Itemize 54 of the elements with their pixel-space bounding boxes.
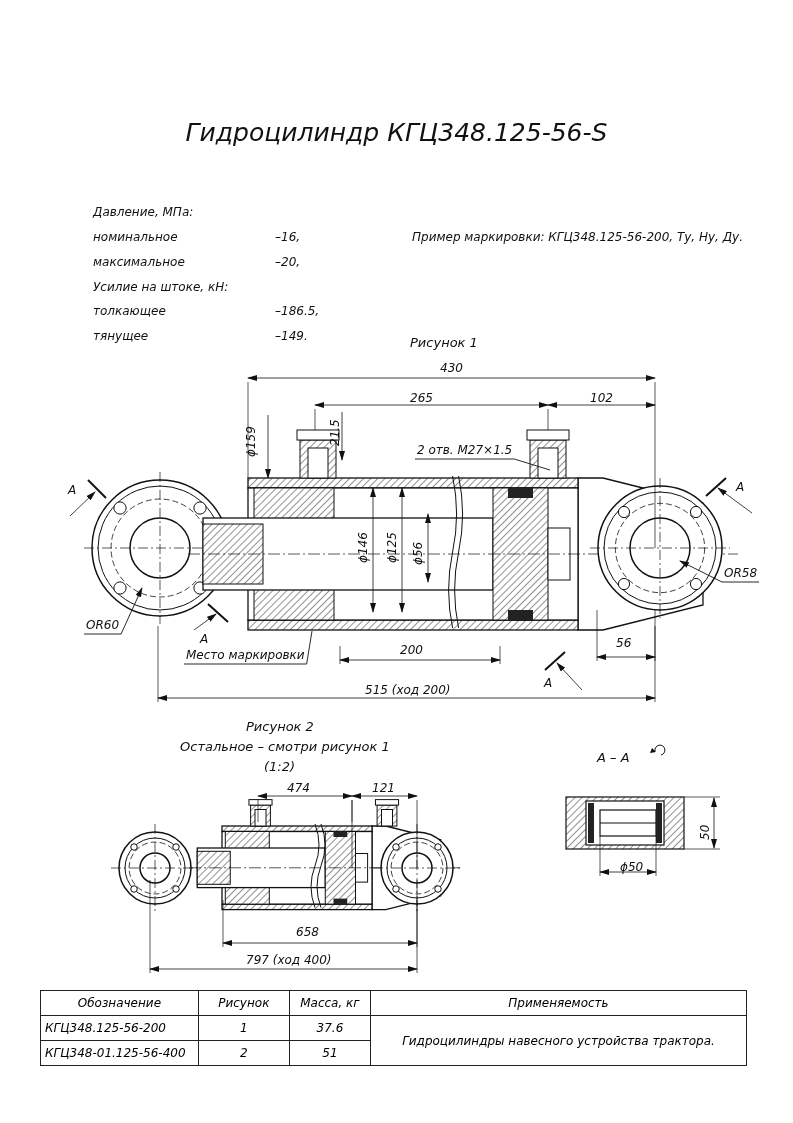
dimension-text: 658 [296,925,319,939]
section-title: А – А [597,751,630,765]
dimension-text: ϕ50 [620,860,644,874]
spec-text: Давление, МПа: [93,205,194,219]
table-cell: КГЦ348-01.125-56-400 [40,1040,199,1066]
figure-caption: Остальное – смотри рисунок 1 [180,740,390,754]
dimension-text: ϕ56 [411,541,425,565]
dimension-text: ϕ159 [244,426,258,457]
section-letter: А [200,632,209,646]
spec-text: номинальное [93,230,178,244]
spec-text: –16, [275,230,301,244]
table-header: Обозначение [40,990,199,1016]
spec-text: максимальное [93,255,185,269]
table-cell: КГЦ348.125-56-200 [40,1015,199,1041]
table-header: Масса, кг [289,990,371,1016]
dimension-text: 50 [698,824,712,840]
radius-label: OR58 [724,566,758,580]
table-cell: 1 [198,1015,290,1041]
dimension-text: 797 (ход 400) [246,953,332,967]
dimension-text: ϕ125 [385,532,399,563]
dimension-text: 56 [616,636,632,650]
dimension-text: 265 [410,391,433,405]
dimension-text: ϕ146 [356,532,370,563]
table-header: Применяемость [370,990,747,1016]
spec-text: Усилие на штоке, кН: [93,280,229,294]
spec-text: –149. [275,329,308,343]
note-text: 2 отв. M27×1.5 [417,443,513,457]
figure-caption: Рисунок 2 [246,720,314,734]
table-cell: 37.6 [289,1015,371,1041]
dimension-text: 21.5 [328,419,342,446]
dimension-text: 515 (ход 200) [365,683,451,697]
dimension-text: 102 [590,391,613,405]
section-letter: А [736,480,745,494]
table-cell: Гидроцилиндры навесного устройства трактора. [370,1015,747,1066]
dimension-text: 200 [400,643,423,657]
section-letter: А [544,676,553,690]
note-text: Пример маркировки: КГЦ348.125-56-200, Ту, Ну, Ду. [412,230,744,244]
leader-line [414,458,551,471]
leader-line [183,630,313,665]
figure-caption: Рисунок 1 [410,336,478,350]
spec-text: тянущее [93,329,149,343]
section-letter: А [68,483,77,497]
spec-text: толкающее [93,304,166,318]
dimension-text: 121 [372,781,395,795]
spec-text: –20, [275,255,301,269]
note-text: Место маркировки [186,648,305,662]
figure-caption: (1:2) [264,760,296,774]
dimension-text: 430 [440,361,463,375]
table-header: Рисунок [198,990,290,1016]
title: Гидроцилиндр КГЦ348.125-56-S [184,118,609,148]
spec-text: –186.5, [275,304,320,318]
radius-label: OR60 [86,618,120,632]
dimension-text: 474 [287,781,310,795]
table-cell: 2 [198,1040,290,1066]
